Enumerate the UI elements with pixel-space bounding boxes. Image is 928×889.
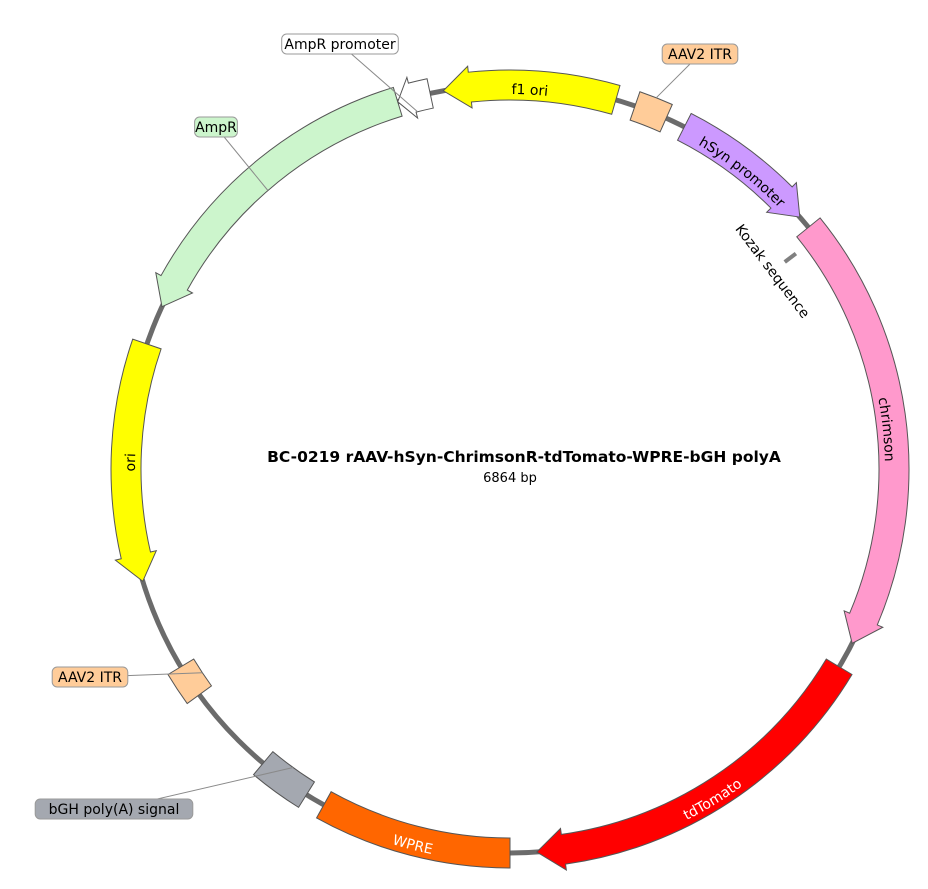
feature-ampr [155, 86, 403, 308]
tag-text-ampr-promoter: AmpR promoter [284, 37, 395, 53]
tag-aav2-itr-bottom: AAV2 ITR [51, 666, 129, 688]
label-layer: AAV2 ITR bGH poly(A) signal AAV2 ITR AmpR Am… [34, 33, 739, 820]
feature-ampr-promoter [397, 75, 434, 120]
tag-text-bgh-polya: bGH poly(A) signal [49, 802, 180, 818]
plasmid-name: BC-0219 rAAV-hSyn-ChrimsonR-tdTomato-WPR… [267, 448, 781, 466]
feature-aav2-itr-bottom [167, 658, 213, 705]
feature-bgh-polya [252, 750, 316, 809]
plasmid-length: 6864 bp [483, 471, 537, 486]
feature-label-ori: ori [123, 453, 139, 472]
leader-line-ampr [215, 126, 269, 191]
tag-text-aav2-itr-bottom: AAV2 ITR [58, 670, 122, 686]
tag-text-aav2-itr-top: AAV2 ITR [668, 47, 732, 63]
feature-wpre [315, 791, 511, 869]
tag-ampr: AmpR [194, 116, 238, 138]
tag-bgh-polya: bGH poly(A) signal [34, 798, 194, 820]
feature-f1-ori [442, 65, 621, 115]
feature-tdtomato [535, 658, 853, 872]
tag-text-ampr: AmpR [195, 120, 237, 136]
leader-line-ampr-promoter [339, 43, 418, 113]
feature-ori [110, 338, 162, 583]
feature-chrimson [796, 217, 910, 645]
tag-ampr-promoter: AmpR promoter [281, 33, 399, 55]
feature-aav2-itr-top [629, 91, 673, 133]
tag-aav2-itr-top: AAV2 ITR [661, 43, 739, 65]
feature-hsyn-promoter [676, 112, 801, 218]
feature-label-f1-ori: f1 ori [511, 82, 548, 100]
feature-kozak [783, 251, 798, 264]
